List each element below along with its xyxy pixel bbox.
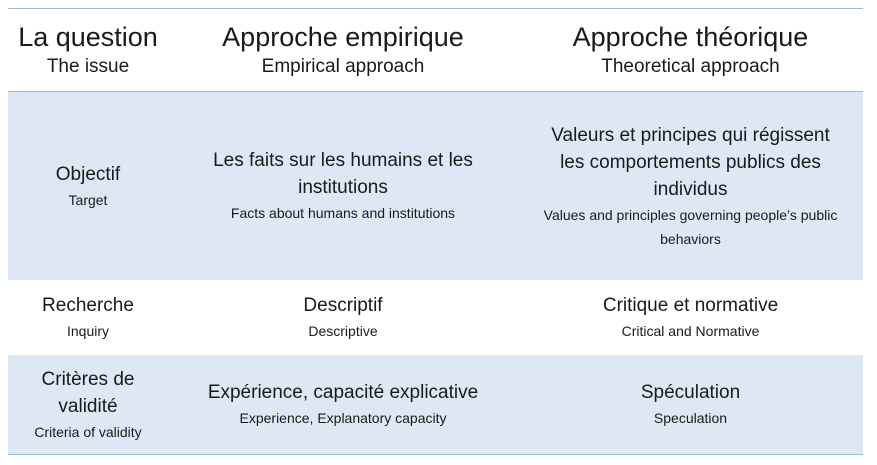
empirical-cell: Les faits sur les humains et les institu… [168, 92, 518, 280]
row-label-en: Criteria of validity [34, 423, 142, 440]
header-issue-fr: La question [18, 22, 158, 52]
header-theoretical: Approche théorique Theoretical approach [518, 9, 863, 91]
row-label-cell: Objectif Target [8, 92, 168, 280]
table-header-row: La question The issue Approche empirique… [8, 9, 863, 92]
header-theoretical-fr: Approche théorique [572, 22, 809, 52]
row-label-cell: Recherche Inquiry [8, 280, 168, 355]
theoretical-en: Speculation [653, 410, 728, 426]
theoretical-en: Values and principles governing people’s… [543, 206, 838, 247]
header-empirical: Approche empirique Empirical approach [168, 9, 518, 91]
row-label-en: Target [68, 191, 108, 208]
table-bottom-rule [8, 454, 863, 455]
empirical-fr: Les faits sur les humains et les institu… [213, 150, 473, 198]
empirical-en: Experience, Explanatory capacity [239, 410, 447, 426]
theoretical-cell: Spéculation Speculation [518, 355, 863, 454]
row-label-en: Inquiry [66, 323, 110, 339]
theoretical-fr: Spéculation [640, 382, 741, 403]
row-label-cell: Critères de validité Criteria of validit… [8, 355, 168, 454]
header-issue-en: The issue [46, 56, 130, 77]
table-top-rule [8, 8, 863, 9]
header-theoretical-en: Theoretical approach [601, 56, 780, 77]
table-row-target: Objectif Target Les faits sur les humain… [8, 92, 863, 280]
theoretical-fr: Valeurs et principes qui régissent les c… [551, 124, 830, 200]
empirical-fr: Descriptif [303, 295, 383, 316]
empirical-en: Facts about humans and institutions [230, 205, 456, 221]
row-label-fr: Critères de validité [41, 368, 135, 417]
theoretical-cell: Critique et normative Critical and Norma… [518, 280, 863, 355]
header-empirical-fr: Approche empirique [222, 22, 464, 52]
table-row-inquiry: Recherche Inquiry Descriptif Descriptive… [8, 280, 863, 355]
header-issue: La question The issue [8, 9, 168, 91]
empirical-en: Descriptive [308, 323, 378, 339]
table-row-validity: Critères de validité Criteria of validit… [8, 355, 863, 454]
row-label-fr: Objectif [55, 163, 121, 185]
empirical-cell: Expérience, capacité explicative Experie… [168, 355, 518, 454]
theoretical-en: Critical and Normative [621, 323, 760, 339]
header-empirical-en: Empirical approach [261, 56, 425, 77]
empirical-fr: Expérience, capacité explicative [207, 382, 479, 403]
theoretical-fr: Critique et normative [602, 295, 779, 316]
empirical-cell: Descriptif Descriptive [168, 280, 518, 355]
row-label-fr: Recherche [42, 295, 134, 316]
theoretical-cell: Valeurs et principes qui régissent les c… [518, 92, 863, 280]
